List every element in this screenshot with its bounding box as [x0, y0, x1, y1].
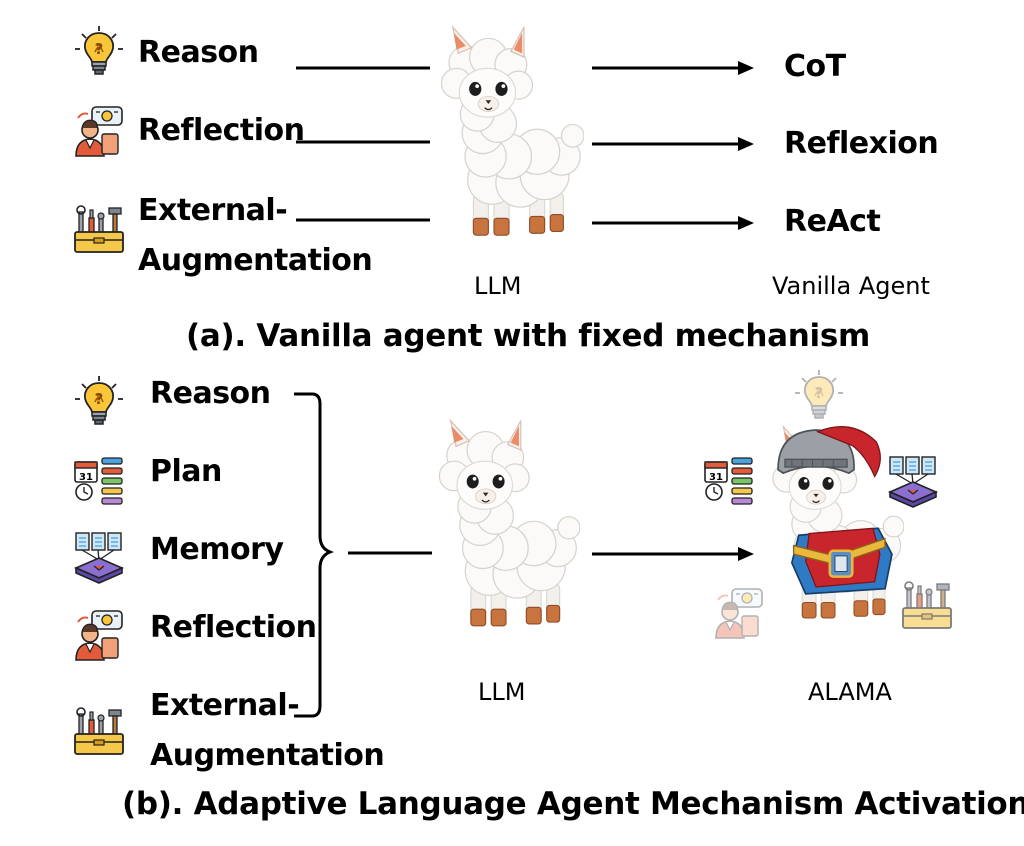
arrowhead-react [738, 216, 754, 230]
reflection-person-icon [712, 586, 766, 640]
toolbox-icon [72, 704, 126, 758]
panel-b-input-augmentation: Augmentation [150, 738, 385, 773]
panel-a-output-cot: CoT [784, 49, 846, 84]
panel-a-output-arrows [592, 61, 754, 230]
panel-b-brace-connector [294, 392, 432, 718]
panel-b-output-arrow [592, 547, 754, 561]
curly-brace [294, 392, 335, 718]
panel-b-input-memory: Memory [150, 532, 284, 567]
panel-b-caption: (b). Adaptive Language Agent Mechanism A… [122, 786, 1024, 822]
lightbulb-icon [72, 24, 126, 78]
lightbulb-icon [72, 374, 126, 428]
panel-a-llm-label: LLM [474, 272, 522, 300]
panel-b-agent-label: ALAMA [808, 678, 892, 706]
calendar-plan-icon [702, 452, 756, 506]
memory-documents-icon [72, 530, 126, 584]
arrowhead-reflexion [738, 137, 754, 151]
panel-a-input-augmentation: Augmentation [138, 243, 373, 278]
panel-a-output-react: ReAct [784, 204, 881, 239]
panel-a-agent-label: Vanilla Agent [772, 272, 930, 300]
toolbox-icon [72, 202, 126, 256]
toolbox-icon [900, 578, 954, 632]
llama-illustration [432, 414, 580, 636]
panel-b-input-external: External- [150, 688, 300, 723]
arrowhead-cot [738, 61, 754, 75]
panel-b-input-reason: Reason [150, 376, 271, 411]
panel-b-llm-label: LLM [478, 678, 526, 706]
panel-a-input-reason: Reason [138, 35, 259, 70]
llama-illustration [434, 22, 584, 244]
reflection-person-icon [72, 608, 126, 662]
panel-b-input-plan: Plan [150, 454, 222, 489]
panel-a-output-reflexion: Reflexion [784, 126, 939, 161]
panel-a-caption: (a). Vanilla agent with fixed mechanism [186, 318, 871, 354]
panel-a-input-reflection: Reflection [138, 113, 305, 148]
panel-a-input-external: External- [138, 193, 288, 228]
panel-b-input-reflection: Reflection [150, 610, 317, 645]
reflection-person-icon [72, 104, 126, 158]
calendar-plan-icon [72, 452, 126, 506]
armored-llama-illustration [700, 364, 970, 644]
panel-a-input-connectors [296, 66, 430, 222]
armored-llama [766, 410, 904, 638]
